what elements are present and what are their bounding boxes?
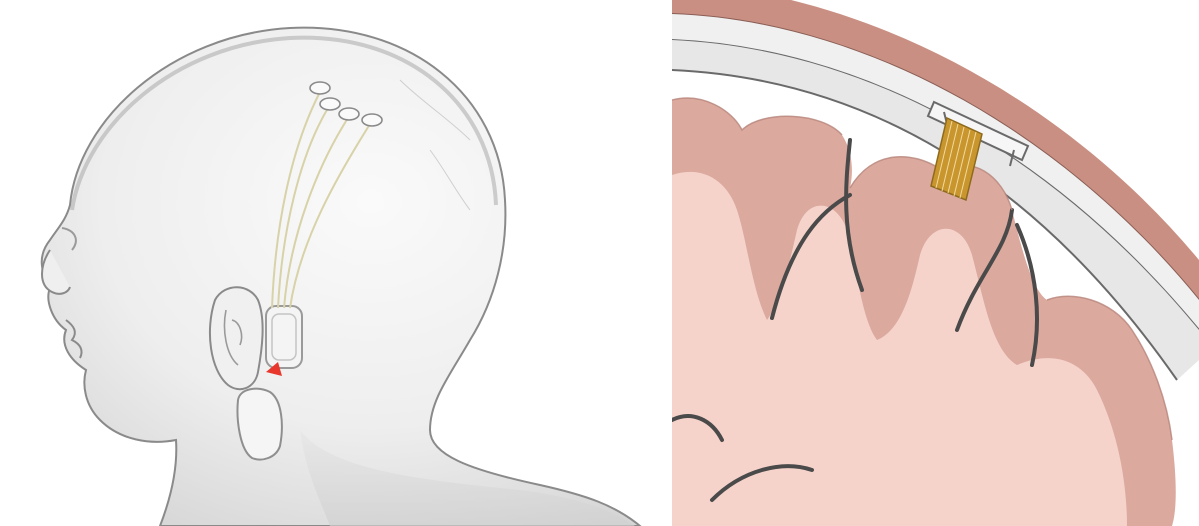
cortex-section-panel [672,0,1199,526]
head-profile-illustration [0,0,660,526]
head-profile-panel [0,0,660,526]
implant-battery [238,389,282,460]
ear-shape [210,287,263,389]
cortex-cross-section-illustration [672,0,1199,526]
